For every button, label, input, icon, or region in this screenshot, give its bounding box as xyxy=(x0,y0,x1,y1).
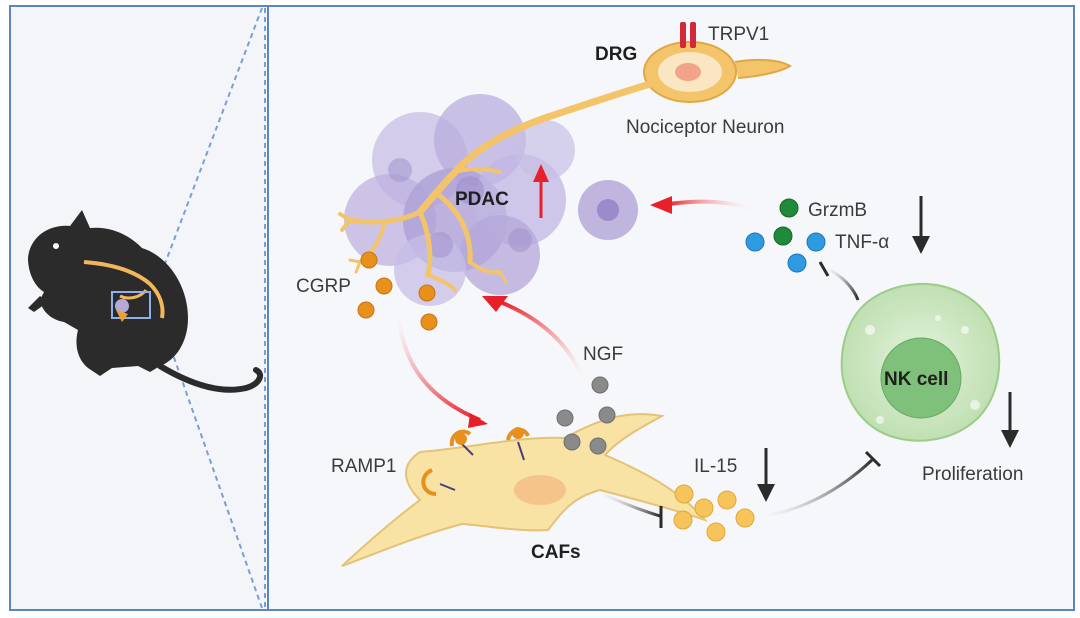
pdac-tumor-cluster xyxy=(344,94,575,306)
caf-to-il15-inhibit-line xyxy=(597,490,661,518)
label-cgrp: CGRP xyxy=(296,276,351,297)
grzmb-molecules xyxy=(773,198,799,246)
zoom-line-top xyxy=(157,7,263,283)
zoom-line-bottom xyxy=(157,311,263,609)
nk-cell xyxy=(840,282,1001,442)
nk-to-tumor-arrow xyxy=(667,199,761,214)
il15-decrease-arrow-icon xyxy=(757,448,775,502)
tnf-alpha-molecules xyxy=(745,232,826,273)
label-pdac: PDAC xyxy=(455,189,509,210)
label-tnf-alpha: TNF-α xyxy=(835,232,889,253)
label-nk-cell: NK cell xyxy=(884,369,948,390)
mouse-icon xyxy=(28,210,264,393)
label-trpv1: TRPV1 xyxy=(708,24,769,45)
tnf-inhibit-bar xyxy=(818,261,830,277)
ramp1-receptors xyxy=(421,427,530,496)
label-nociceptor-neuron: Nociceptor Neuron xyxy=(626,117,784,138)
nk-arrow-head xyxy=(650,196,672,214)
il15-molecules xyxy=(673,484,755,542)
label-proliferation: Proliferation xyxy=(922,464,1023,485)
label-il15: IL-15 xyxy=(694,456,737,477)
label-ngf: NGF xyxy=(583,344,623,365)
pdac-increase-arrow-icon xyxy=(533,164,549,218)
ngf-to-tumor-arrow xyxy=(499,300,587,386)
label-ramp1: RAMP1 xyxy=(331,456,396,477)
cgrp-arrow-head xyxy=(468,413,488,428)
cgrp-to-caf-arrow xyxy=(396,304,481,422)
ngf-arrow-head xyxy=(482,296,508,312)
il15-to-nk-inhibit-line xyxy=(759,458,874,518)
label-grzmb: GrzmB xyxy=(808,200,867,221)
label-drg: DRG xyxy=(595,44,637,65)
label-cafs: CAFs xyxy=(531,542,581,563)
nociceptor-neuron xyxy=(338,41,792,292)
trpv1-channel-icon xyxy=(680,22,696,48)
ngf-molecules xyxy=(556,376,616,455)
cgrp-molecules xyxy=(357,251,438,331)
single-tumor-cell xyxy=(578,180,638,240)
grzmb-tnf-decrease-arrow-icon xyxy=(912,196,930,254)
nk-inhibit-bar xyxy=(864,450,882,468)
proliferation-decrease-arrow-icon xyxy=(1001,392,1019,448)
zoom-box xyxy=(111,291,151,319)
nk-to-tnf-inhibit-line xyxy=(825,266,860,301)
